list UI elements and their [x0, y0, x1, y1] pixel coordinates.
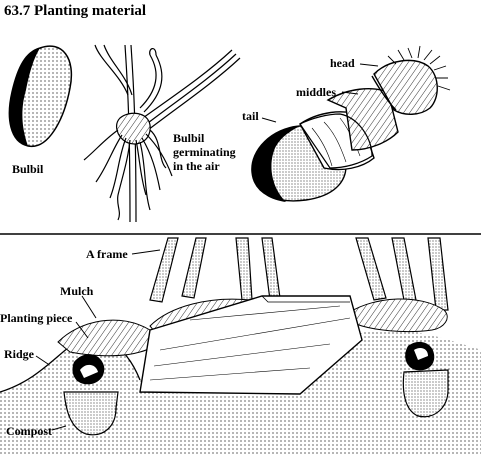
ridge-label: Ridge	[4, 347, 34, 361]
head-label: head	[330, 56, 355, 70]
a-frame-label: A frame	[86, 247, 128, 261]
tuber-sections-drawing	[251, 45, 451, 202]
bulbil-drawing	[8, 45, 73, 147]
tail-label: tail	[242, 109, 259, 123]
germinating-bulbil-drawing	[83, 44, 241, 223]
germinating-label-line1: Bulbil	[173, 131, 205, 145]
middles-label: middles	[296, 85, 337, 99]
planting-piece-label: Planting piece	[0, 311, 73, 325]
ridge-scene-drawing	[0, 237, 481, 454]
germinating-label-line2: germinating	[173, 145, 236, 159]
bulbil-label: Bulbil	[12, 162, 44, 176]
germinating-label-line3: in the air	[173, 159, 220, 173]
figure-title: 63.7 Planting material	[4, 3, 147, 19]
compost-label: Compost	[6, 424, 53, 438]
mulch-label: Mulch	[60, 284, 94, 298]
